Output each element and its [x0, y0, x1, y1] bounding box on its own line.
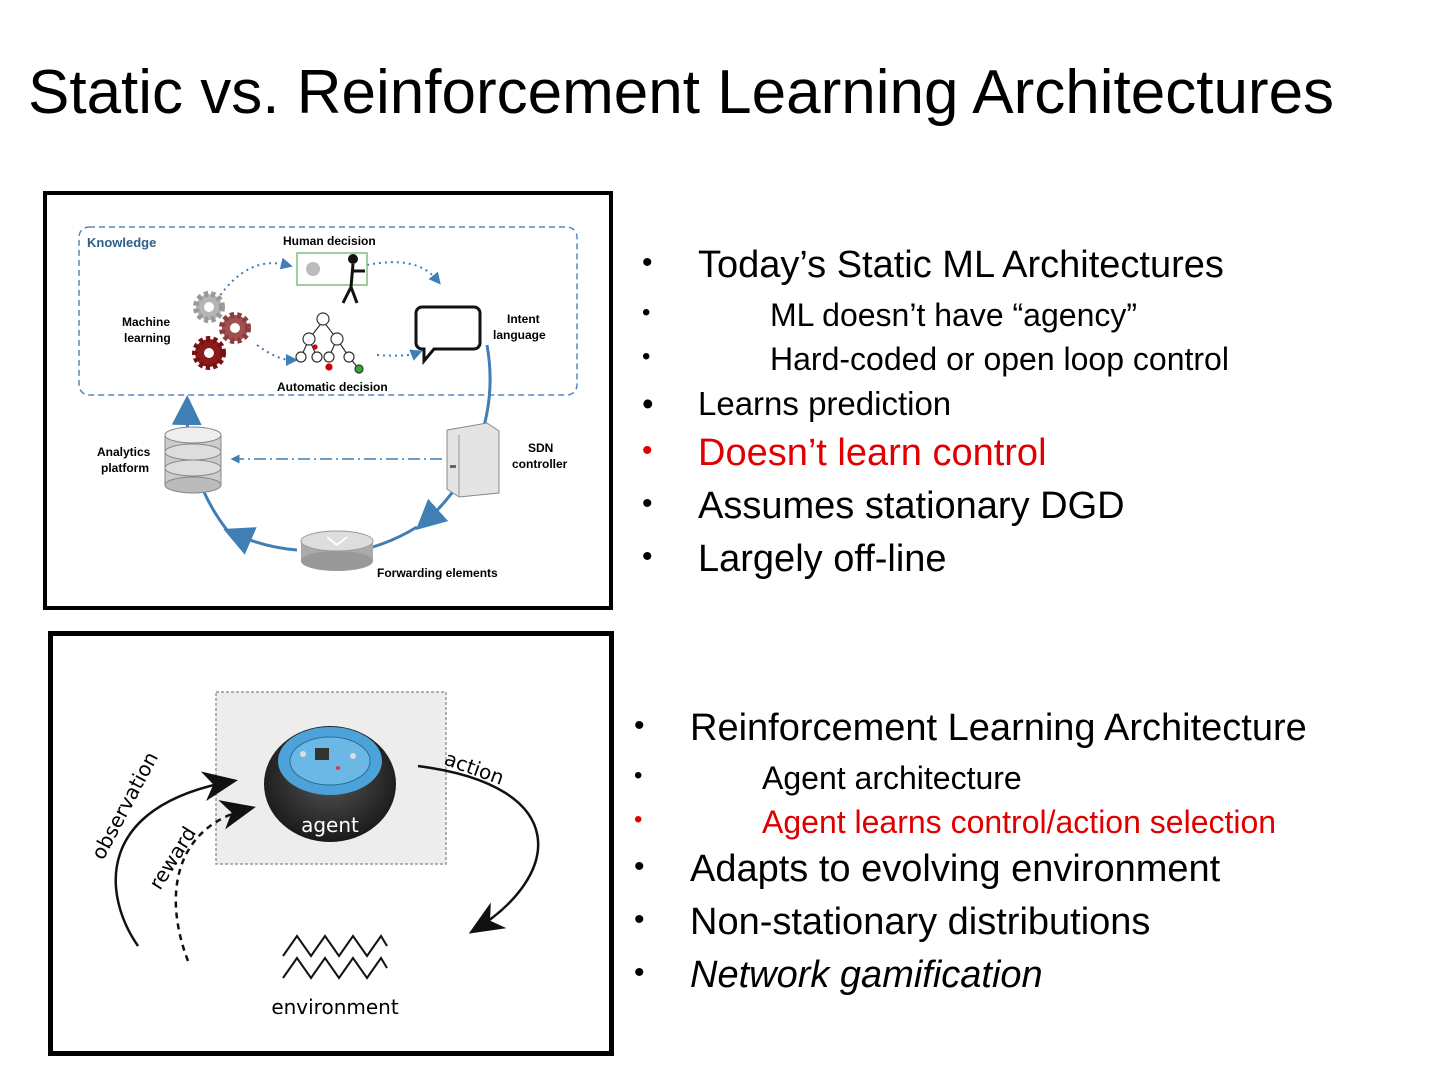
bullet-learns-prediction: •Learns prediction [642, 385, 952, 422]
decision-tree-icon [295, 312, 364, 374]
reward-arrow [174, 800, 256, 962]
bullet-stationary-dgd: •Assumes stationary DGD [642, 485, 1125, 527]
bullet-doesnt-learn-control: •Doesn’t learn control [642, 432, 1047, 474]
robot-icon [264, 726, 396, 842]
bullet-adapts-environment: •Adapts to evolving environment [634, 848, 1221, 890]
action-arrow [417, 764, 540, 934]
bullet-hard-coded: •Hard-coded or open loop control [642, 341, 1229, 377]
bullet-no-agency: •ML doesn’t have “agency” [642, 297, 1138, 333]
reward-label: reward [144, 822, 201, 893]
agent-label: agent [301, 813, 359, 837]
environment-label: environment [271, 995, 399, 1019]
bullet-off-line: •Largely off-line [642, 538, 947, 580]
rl-bullets: •Reinforcement Learning Architecture •Ag… [634, 709, 1307, 1009]
static-ml-diagram: Knowledge Human decision Machi [43, 191, 613, 610]
observation-arrow [114, 771, 238, 947]
database-icon [164, 426, 222, 494]
automatic-decision-label: Automatic decision [277, 380, 388, 394]
action-label: action [441, 746, 507, 790]
bullet-agent-architecture: •Agent architecture [634, 760, 1022, 796]
static-ml-bullets: •Today’s Static ML Architectures •ML doe… [642, 246, 1229, 593]
bullet-agent-learns-control: •Agent learns control/action selection [634, 804, 1277, 840]
intent-label-1: Intent [507, 312, 540, 326]
machine-learning-label-2: learning [124, 331, 171, 345]
gears-icon [192, 291, 251, 370]
bullet-rl-architecture: •Reinforcement Learning Architecture [634, 707, 1307, 749]
machine-learning-label-1: Machine [122, 315, 170, 329]
router-icon [300, 530, 374, 571]
static-ml-diagram-svg: Knowledge Human decision Machi [78, 226, 578, 580]
knowledge-label: Knowledge [87, 235, 156, 250]
human-decision-label: Human decision [283, 234, 376, 248]
bullet-network-gamification: •Network gamification [634, 954, 1043, 996]
person-icon [348, 254, 358, 264]
intent-label-2: language [493, 328, 546, 342]
observation-label: observation [86, 748, 163, 864]
server-icon [446, 422, 500, 498]
environment-waves-icon [282, 934, 388, 980]
speech-bubble-icon [414, 305, 482, 366]
analytics-label-2: platform [101, 461, 149, 475]
analytics-label-1: Analytics [97, 445, 151, 459]
knowledge-box [78, 226, 578, 396]
sdn-label-2: controller [512, 457, 568, 471]
rl-agent-diagram: agent observation reward action environm… [48, 631, 614, 1056]
slide-title: Static vs. Reinforcement Learning Archit… [28, 58, 1335, 127]
sdn-label-1: SDN [528, 441, 553, 455]
bullet-static-architectures: •Today’s Static ML Architectures [642, 244, 1224, 286]
bullet-non-stationary: •Non-stationary distributions [634, 901, 1151, 943]
rl-agent-diagram-svg: agent observation reward action environm… [86, 691, 540, 1019]
forwarding-label: Forwarding elements [377, 566, 498, 580]
